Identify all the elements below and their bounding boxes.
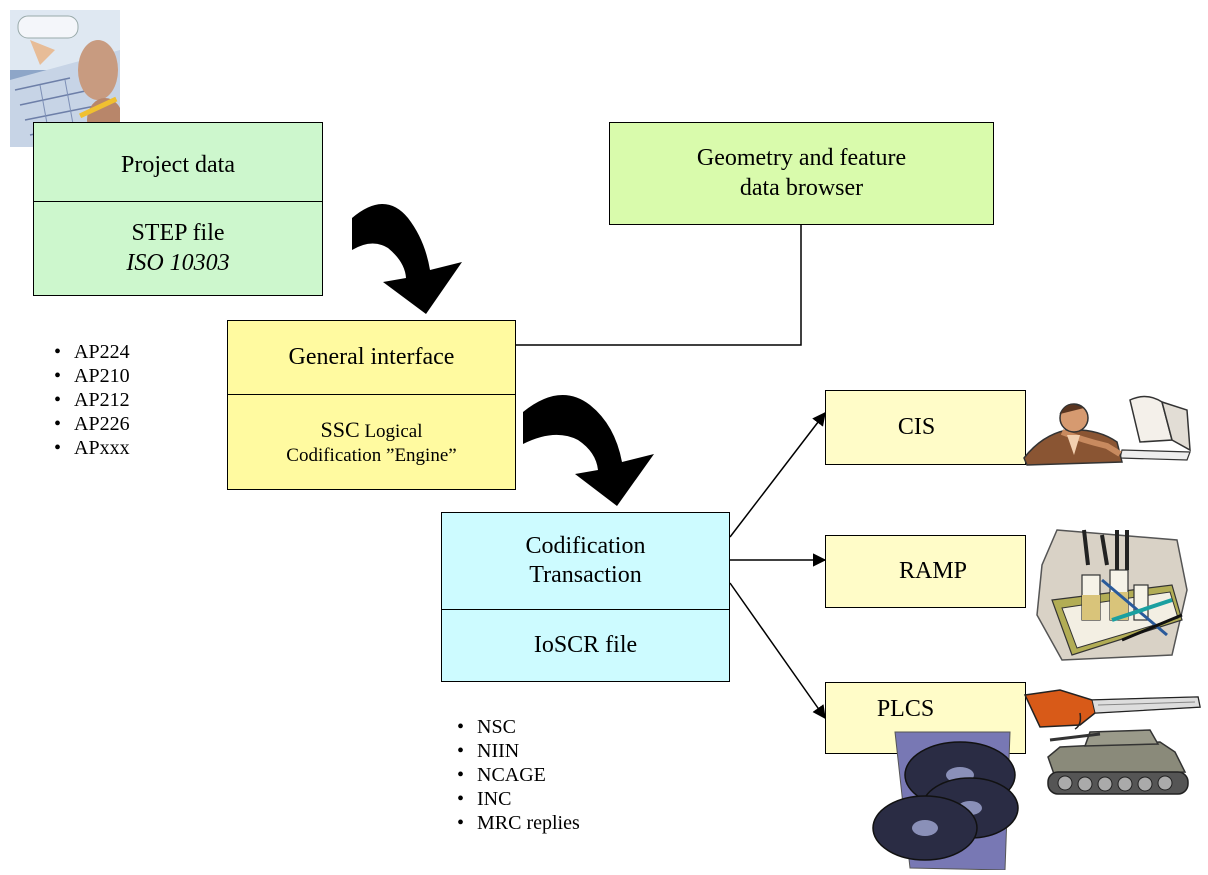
list-item: APxxx xyxy=(50,436,130,460)
rifle-icon xyxy=(1023,689,1201,730)
office-worker-icon xyxy=(1023,395,1191,466)
list-item: NCAGE xyxy=(453,763,580,787)
ramp-cell: RAMP xyxy=(826,536,1025,607)
cis-box: CIS xyxy=(825,390,1026,465)
ssc-label: SSC xyxy=(320,417,360,442)
list-item: AP210 xyxy=(50,364,130,388)
list-item: AP212 xyxy=(50,388,130,412)
engine-cell: SSC Logical Codification ”Engine” xyxy=(228,394,515,489)
list-item: NIIN xyxy=(453,739,580,763)
engine-line2: Codification ”Engine” xyxy=(286,444,457,466)
step-file-label: STEP file xyxy=(131,220,225,247)
ioscr-file-label: IoSCR file xyxy=(533,631,638,658)
geometry-browser-line2: data browser xyxy=(739,174,864,201)
list-item: AP224 xyxy=(50,340,130,364)
arrow-to-plcs xyxy=(729,582,826,720)
project-data-cell: Project data xyxy=(34,123,322,201)
geometry-browser-line1: Geometry and feature xyxy=(696,145,907,172)
plcs-label: PLCS xyxy=(876,696,935,722)
ap-list: AP224 AP210 AP212 AP226 APxxx xyxy=(50,340,130,460)
ramp-label: RAMP xyxy=(898,557,968,584)
project-data-label: Project data xyxy=(121,152,235,179)
codification-transaction-cell: Codification Transaction xyxy=(442,513,729,609)
tank-icon xyxy=(1047,729,1189,795)
general-interface-box: General interface SSC Logical Codificati… xyxy=(227,320,516,490)
ramp-box: RAMP xyxy=(825,535,1026,608)
curved-arrow-1-icon xyxy=(352,204,462,314)
ioscr-file-cell: IoSCR file xyxy=(442,609,729,681)
codification-transaction-box: Codification Transaction IoSCR file xyxy=(441,512,730,682)
general-interface-label: General interface xyxy=(288,343,455,370)
engine-line1: SSC Logical xyxy=(321,417,423,444)
general-interface-cell: General interface xyxy=(228,321,515,394)
cis-label: CIS xyxy=(897,413,936,440)
geometry-browser-box: Geometry and feature data browser xyxy=(609,122,994,225)
codification-label: Codification xyxy=(525,532,646,559)
list-item: AP226 xyxy=(50,412,130,436)
iso-standard-label: ISO 10303 xyxy=(126,249,230,276)
geometry-browser-cell: Geometry and feature data browser xyxy=(610,123,993,224)
list-item: INC xyxy=(453,787,580,811)
laboratory-icon xyxy=(1036,529,1188,661)
project-data-box: Project data STEP file ISO 10303 xyxy=(33,122,323,296)
arrow-to-cis xyxy=(729,411,826,538)
curved-arrow-2-icon xyxy=(523,395,654,506)
cis-cell: CIS xyxy=(826,391,1025,464)
step-file-cell: STEP file ISO 10303 xyxy=(34,201,322,295)
plcs-cell: PLCS xyxy=(826,683,1025,753)
list-item: NSC xyxy=(453,715,580,739)
discs-icon xyxy=(872,731,1019,870)
list-item: MRC replies xyxy=(453,811,580,835)
transaction-label: Transaction xyxy=(529,562,642,588)
code-list: NSC NIIN NCAGE INC MRC replies xyxy=(453,715,580,835)
geometry-connector-line xyxy=(516,225,802,346)
logical-label: Logical xyxy=(359,421,423,442)
